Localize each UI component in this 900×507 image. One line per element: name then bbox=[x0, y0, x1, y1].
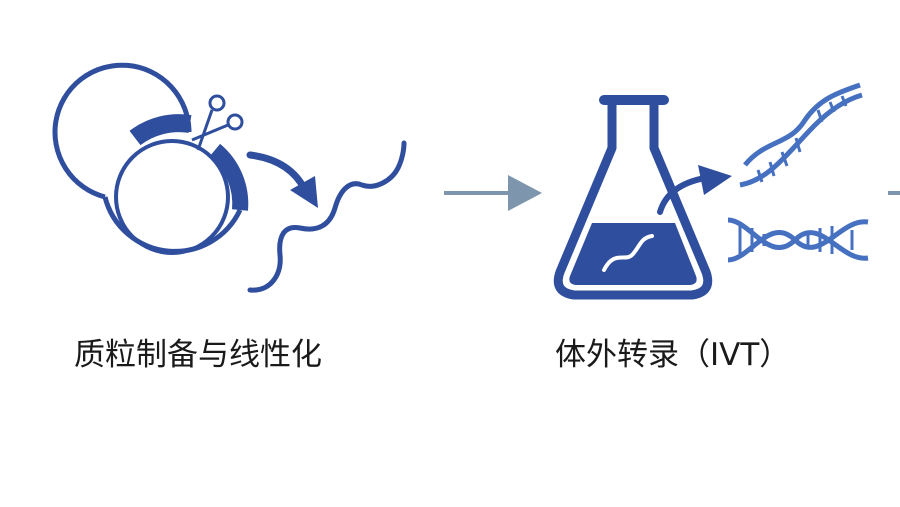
dna-helix-icon-top bbox=[739, 82, 863, 188]
step-label-in-vitro-transcription: 体外转录（IVT） bbox=[555, 337, 791, 373]
linear-dna-icon bbox=[247, 140, 407, 293]
cut-arrow-icon bbox=[246, 151, 318, 208]
dna-helix-icon-bottom bbox=[727, 217, 869, 263]
scissors-icon bbox=[191, 94, 244, 151]
process-arrow-1 bbox=[444, 175, 542, 211]
plasmid-icon bbox=[52, 62, 249, 255]
step-label-plasmid-linearization: 质粒制备与线性化 bbox=[74, 337, 322, 373]
flask-icon bbox=[553, 95, 713, 300]
flask-arrow-icon bbox=[657, 165, 732, 215]
